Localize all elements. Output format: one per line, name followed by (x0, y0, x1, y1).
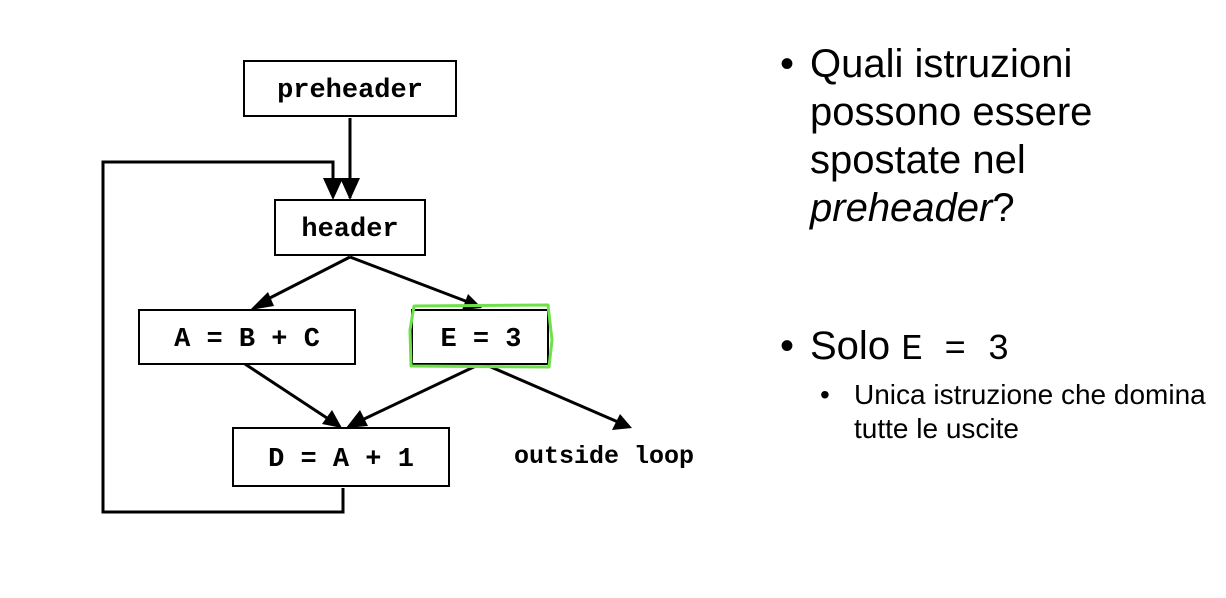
question-mark: ? (992, 186, 1015, 230)
edge-back-loop-head (323, 178, 343, 200)
sub-bullet: • Unica istruzione che domina tutte le u… (818, 378, 1220, 446)
question-bullet: • Quali istruzioni possono essere sposta… (780, 40, 1220, 232)
node-header-label: header (301, 215, 398, 245)
edge-header-e3 (349, 255, 469, 304)
outside-loop-label: outside loop (514, 442, 694, 471)
highlight-box (408, 303, 554, 369)
question-line-4: preheader? (810, 184, 1220, 232)
node-e3-label: E = 3 (440, 325, 521, 355)
bullet-dot: • (780, 324, 795, 368)
edge-header-e3-head (462, 294, 482, 310)
node-preheader: preheader (243, 60, 457, 117)
question-line-3: spostate nel (810, 138, 1026, 182)
node-preheader-label: preheader (277, 76, 423, 106)
question-line-1: Quali istruzioni (810, 42, 1073, 86)
node-d-label: D = A + 1 (268, 445, 414, 475)
edge-abc-d (244, 362, 331, 422)
bullet-dot: • (820, 379, 830, 410)
node-d: D = A + 1 (232, 427, 450, 487)
edge-abc-d-head (322, 410, 342, 428)
edge-header-abc-head (250, 292, 274, 310)
node-abc: A = B + C (138, 309, 356, 365)
answer-code: E = 3 (901, 329, 1010, 370)
node-e3: E = 3 (408, 303, 554, 369)
edge-preheader-header-head (340, 178, 360, 200)
sub-bullet-text: Unica istruzione che domina tutte le usc… (854, 379, 1206, 444)
bullet-dot: • (780, 42, 795, 86)
edge-e3-d (361, 362, 481, 422)
answer-prefix: Solo (810, 324, 891, 368)
node-abc-label: A = B + C (174, 325, 320, 355)
question-emphasis: preheader (810, 186, 993, 230)
edge-header-abc (261, 255, 351, 304)
edge-e3-d-head (346, 410, 368, 428)
control-flow-graph: preheader header A = B + C E = 3 D = A +… (101, 60, 694, 514)
bullet-panel: • Quali istruzioni possono essere sposta… (780, 40, 1220, 446)
edge-back-loop (101, 160, 345, 514)
edge-e3-outside (483, 362, 619, 424)
question-line-2: possono essere (810, 90, 1093, 134)
node-header: header (274, 199, 426, 256)
edge-e3-outside-head (612, 414, 632, 430)
answer-bullet: • Solo E = 3 (780, 322, 1220, 374)
